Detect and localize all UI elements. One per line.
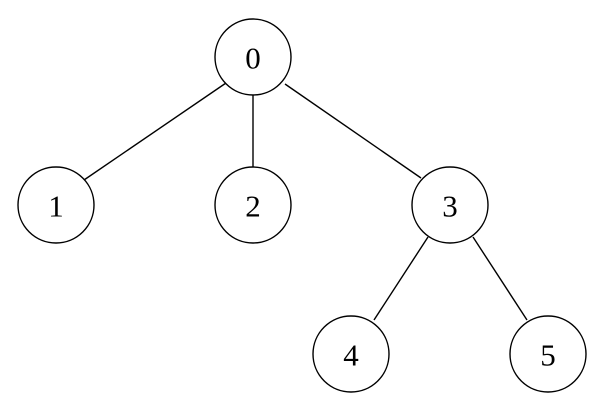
node-1-circle [17,166,95,244]
node-0-label: 0 [245,41,261,76]
node-5-label: 5 [540,338,556,373]
node-5-circle [509,315,587,393]
node-4-circle [312,315,390,393]
tree-node-5: 5 [509,315,587,393]
node-1-label: 1 [48,189,64,224]
node-3-label: 3 [442,189,458,224]
node-3-circle [411,166,489,244]
tree-node-1: 1 [17,166,95,244]
node-4-label: 4 [343,338,359,373]
edge-3-5 [472,236,528,321]
node-0-circle [214,18,292,96]
node-2-label: 2 [245,189,261,224]
edge-0-1 [83,82,227,181]
edge-3-4 [373,236,429,321]
tree-node-4: 4 [312,315,390,393]
tree-node-3: 3 [411,166,489,244]
tree-node-0: 0 [214,18,292,96]
edge-0-3 [284,83,422,179]
node-2-circle [214,166,292,244]
tree-node-2: 2 [214,166,292,244]
